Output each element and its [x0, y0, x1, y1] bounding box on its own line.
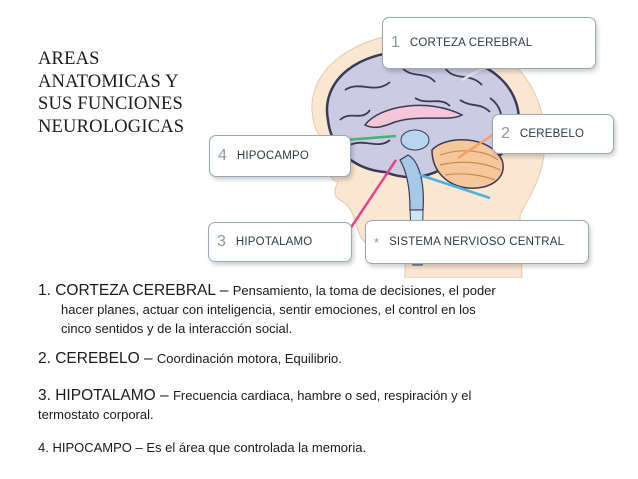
callout-number: 1: [391, 34, 400, 51]
title-line: SUS FUNCIONES: [38, 94, 183, 114]
brain-diagram: 1 CORTEZA CEREBRAL 2 CEREBELO 4 HIPOCAMP…: [200, 10, 620, 278]
connector-snc: [419, 173, 491, 200]
callout-hipotalamo: 3 HIPOTALAMO: [208, 222, 352, 262]
item-dash: –: [155, 387, 173, 404]
item-desc: Frecuencia cardiaca, hambre o sed, respi…: [172, 388, 472, 403]
item-desc-cont: cinco sentidos y de la interacción socia…: [61, 321, 293, 336]
item-desc: Es el área que controlada la memoria.: [146, 440, 367, 455]
callout-cerebelo: 2 CEREBELO: [492, 114, 614, 154]
callout-label: CEREBELO: [519, 128, 585, 140]
callout-corteza-cerebral: 1 CORTEZA CEREBRAL: [382, 17, 596, 69]
title-line: ANATOMICAS Y: [38, 71, 179, 92]
item-desc: Coordinación motora, Equilibrio.: [156, 351, 342, 366]
item-corteza: 1. CORTEZA CEREBRAL – Pensamiento, la to…: [38, 281, 608, 338]
thalamus: [400, 129, 430, 151]
brain-gyri: [339, 64, 503, 146]
callout-label: HIPOTALAMO: [235, 236, 313, 248]
item-dash: –: [215, 282, 233, 299]
callout-label: CORTEZA CEREBRAL: [409, 37, 533, 49]
item-desc-cont: termostato corporal.: [38, 407, 154, 422]
item-hipotalamo: 3. HIPOTALAMO – Frecuencia cardiaca, ham…: [38, 386, 608, 424]
brain-illustration: [311, 31, 546, 278]
item-heading: 1. CORTEZA CEREBRAL: [38, 282, 216, 299]
callout-number: 3: [217, 233, 226, 250]
item-cerebelo: 2. CEREBELO – Coordinación motora, Equil…: [38, 349, 608, 368]
item-dash: –: [139, 350, 157, 367]
callout-hipocampo: 4 HIPOCAMPO: [209, 135, 351, 177]
item-heading: 4. HIPOCAMPO: [38, 440, 132, 455]
item-desc: Pensamiento, la toma de decisiones, el p…: [232, 283, 496, 298]
item-desc-cont: hacer planes, actuar con inteligencia, s…: [61, 302, 476, 317]
item-heading: 2. CEREBELO: [38, 350, 140, 367]
callout-label: SISTEMA NERVIOSO CENTRAL: [389, 236, 565, 248]
item-heading: 3. HIPOTALAMO: [38, 387, 156, 404]
title-line: AREAS: [38, 49, 100, 69]
callout-sistema-nervioso-central: * SISTEMA NERVIOSO CENTRAL: [365, 220, 589, 264]
callout-number: *: [374, 234, 380, 250]
item-hipocampo: 4. HIPOCAMPO – Es el área que controlada…: [38, 438, 608, 457]
callout-number: 4: [218, 147, 227, 164]
connector-hipotalamo: [346, 159, 398, 233]
title-line: NEUROLOGICAS: [38, 116, 185, 137]
callout-number: 2: [501, 125, 510, 142]
corpus-callosum: [363, 104, 464, 129]
callout-label: HIPOCAMPO: [236, 150, 309, 162]
slide-title: AREAS ANATOMICAS Y SUS FUNCIONES NEUROLO…: [38, 48, 218, 138]
item-dash: –: [131, 440, 147, 455]
